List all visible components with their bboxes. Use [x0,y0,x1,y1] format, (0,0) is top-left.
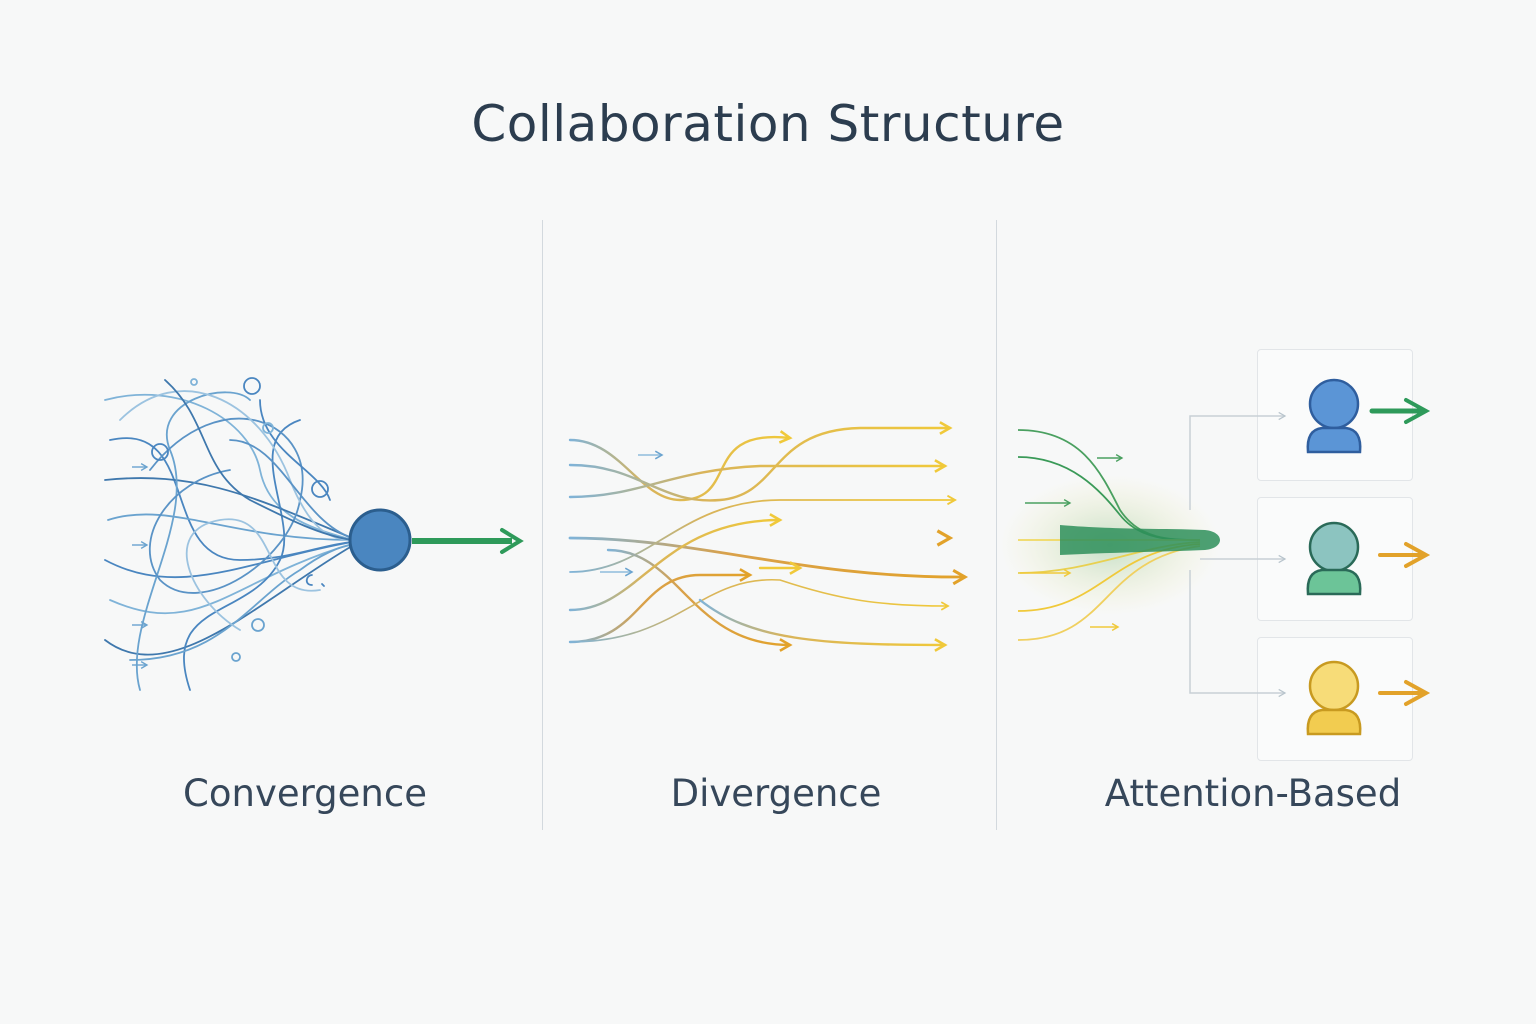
attention-routing-lines [1189,411,1287,698]
attention-input-arrows [1020,454,1124,632]
panel-label-convergence: Convergence [183,772,427,815]
agent-output-arrows [1369,398,1431,706]
diagram-title: Collaboration Structure [471,95,1065,153]
panel-label-attention-based: Attention-Based [1104,772,1402,815]
panel-divider [542,220,543,830]
agent-icon-yellow [1306,660,1362,736]
convergence-tangle [104,377,353,691]
divergence-streams [568,421,969,652]
convergence-output-arrow [412,528,524,554]
panel-divider [996,220,997,830]
attention-streams [1017,429,1220,641]
convergence-input-arrows [132,463,149,669]
panel-label-divergence: Divergence [670,772,882,815]
convergence-node [348,508,412,572]
divergence-input-arrows [600,450,664,577]
agent-icon-green [1306,521,1362,596]
agent-icon-blue [1306,378,1362,454]
